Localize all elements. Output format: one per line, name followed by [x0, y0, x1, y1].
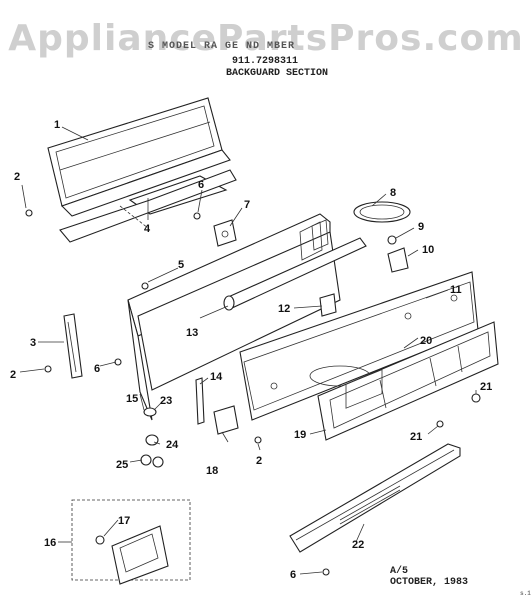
- revision-mark: A/5: [390, 566, 409, 577]
- callout-label: 19: [294, 429, 306, 441]
- callout-label: 6: [290, 569, 296, 581]
- section-title: BACKGUARD SECTION: [226, 68, 329, 79]
- header-model-line: S MODEL RA GE ND MBER: [148, 41, 296, 52]
- callout-label: 20: [420, 335, 432, 347]
- callout-label: 22: [352, 539, 364, 551]
- callout-label: 16: [44, 537, 56, 549]
- callout-label: 23: [160, 395, 172, 407]
- part-tab: [319, 293, 337, 317]
- callout-label: 10: [422, 244, 434, 256]
- callout-label: 6: [94, 363, 100, 375]
- callout-label: 18: [206, 465, 218, 477]
- callout-label: 3: [30, 337, 36, 349]
- part-small-bracket: [387, 247, 409, 273]
- model-number: 911.7298311: [232, 56, 299, 67]
- callout-label: 21: [480, 381, 492, 393]
- callout-label: 8: [390, 187, 396, 199]
- callout-label: 5: [178, 259, 184, 271]
- callout-label: 7: [244, 199, 250, 211]
- part-clamp: [353, 201, 411, 223]
- callout-label: 17: [118, 515, 130, 527]
- callout-label: 13: [186, 327, 198, 339]
- callout-label: 9: [418, 221, 424, 233]
- part-plate: [213, 405, 239, 435]
- part-tube: [223, 237, 367, 311]
- callout-label: 4: [144, 223, 151, 235]
- part-back-panel: [47, 97, 231, 217]
- inset-detail-box: [71, 499, 191, 585]
- callout-label: 15: [126, 393, 138, 405]
- part-rod: [195, 377, 205, 425]
- callout-label: 12: [278, 303, 290, 315]
- callout-label: 1: [54, 119, 60, 131]
- page-mark: s.1: [520, 590, 531, 597]
- callout-label: 6: [198, 179, 204, 191]
- part-trim-strip: [289, 443, 461, 553]
- callout-label: 11: [450, 284, 462, 296]
- callout-label: 25: [116, 459, 128, 471]
- part-display-frame: [317, 321, 499, 441]
- screws: [25, 209, 481, 576]
- leader-lines: [19, 126, 477, 575]
- callout-label: 24: [166, 439, 179, 451]
- part-side-bracket: [63, 313, 83, 379]
- callout-label: 14: [210, 371, 223, 383]
- callout-label: 21: [410, 431, 422, 443]
- callout-labels: 1 2 3 2 4 5 6 6 7 8 9 10 11 12 13 14 15 …: [10, 119, 492, 581]
- revision-date: OCTOBER, 1983: [390, 577, 469, 588]
- callout-label: 2: [10, 369, 16, 381]
- part-clip: [213, 219, 237, 247]
- part-knobs: [140, 407, 164, 468]
- callout-label: 2: [14, 171, 20, 183]
- callout-label: 2: [256, 455, 262, 467]
